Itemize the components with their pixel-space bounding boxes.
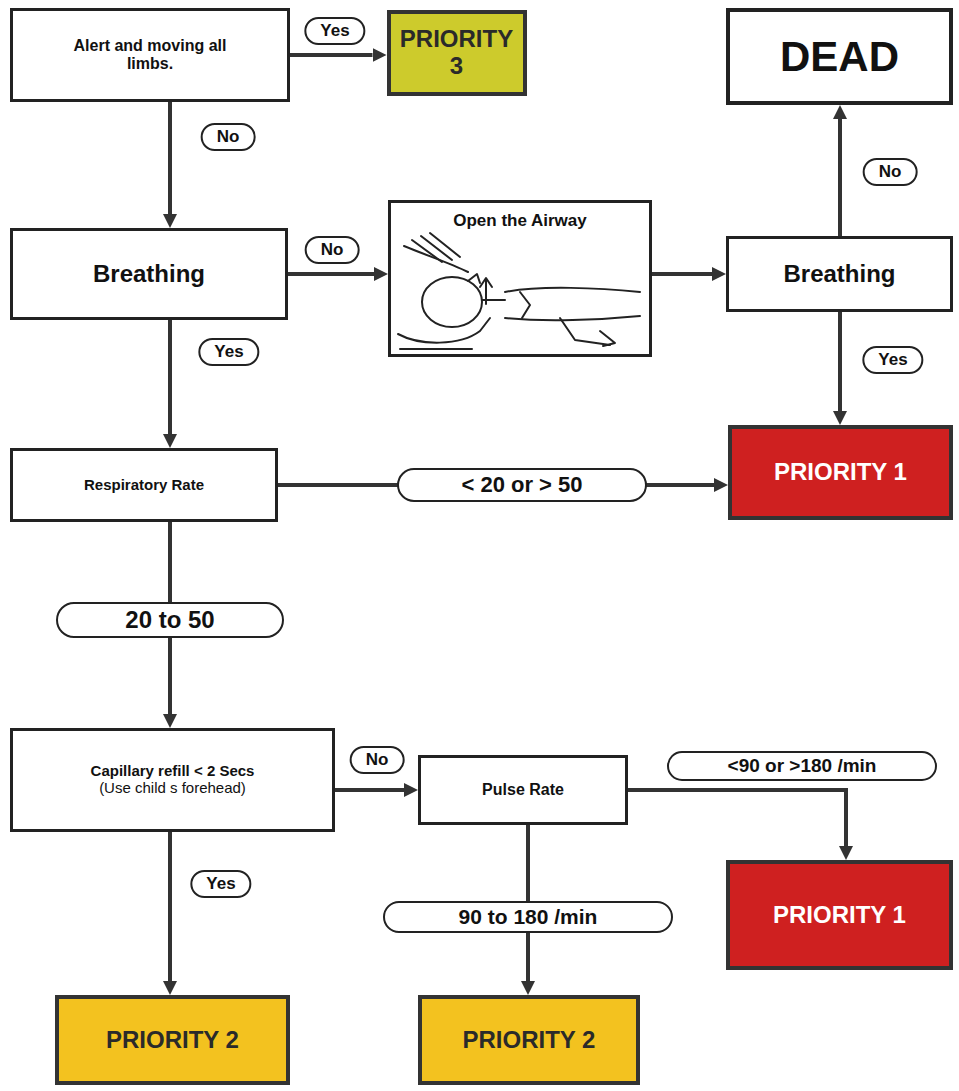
head-outline <box>422 277 482 327</box>
body-line <box>505 316 640 320</box>
patient-arm <box>560 318 615 346</box>
cradling-hand <box>398 318 490 343</box>
collar-line <box>520 292 530 318</box>
flow-arrow <box>288 272 374 276</box>
node-text: Pulse Rate <box>482 781 564 799</box>
edge-label: 20 to 50 <box>56 602 284 638</box>
node-text: PRIORITY 2 <box>106 1027 239 1054</box>
flow-arrow <box>652 272 712 276</box>
node-text: Breathing <box>783 261 895 288</box>
shoulder-line <box>505 288 640 292</box>
node-text: PRIORITY 2 <box>463 1027 596 1054</box>
flow-arrow <box>838 119 842 236</box>
node-text: Capillary refill < 2 Secs <box>91 763 255 780</box>
edge-label: Yes <box>862 346 923 374</box>
question-box: Respiratory Rate <box>10 448 278 522</box>
edge-label: < 20 or > 50 <box>397 468 647 502</box>
priority-box: PRIORITY 2 <box>418 995 640 1085</box>
node-text: PRIORITY 1 <box>773 902 906 929</box>
node-text: PRIORITY 3 <box>397 26 517 80</box>
edge-label: Yes <box>190 870 251 898</box>
node-text: Alert and moving all limbs. <box>50 37 250 73</box>
outcome-box: DEAD <box>726 8 953 105</box>
edge-label: 90 to 180 /min <box>383 901 673 933</box>
edge-label: No <box>305 236 360 264</box>
edge-label: <90 or >180 /min <box>667 751 937 781</box>
question-box: Pulse Rate <box>418 755 628 825</box>
node-text: Breathing <box>93 261 205 288</box>
priority-box: PRIORITY 1 <box>726 860 953 970</box>
node-text: Open the Airway <box>453 211 587 230</box>
priority-box: PRIORITY 3 <box>387 10 527 96</box>
edge-label: Yes <box>304 17 365 45</box>
edge-label: Yes <box>198 338 259 366</box>
rescuer-hand <box>404 246 468 272</box>
priority-box: PRIORITY 1 <box>728 425 953 520</box>
question-box: Capillary refill < 2 Secs(Use child s fo… <box>10 728 335 832</box>
edge-label: No <box>350 746 405 774</box>
priority-box: PRIORITY 2 <box>55 995 290 1085</box>
node-text: (Use child s forehead) <box>99 780 246 797</box>
node-text: DEAD <box>780 33 899 80</box>
question-box: Breathing <box>10 228 288 320</box>
question-box: Alert and moving all limbs. <box>10 8 290 102</box>
flow-arrow <box>168 102 172 214</box>
node-text: Respiratory Rate <box>84 477 204 494</box>
illustration-box: Open the Airway <box>388 200 652 357</box>
neck-line <box>482 299 505 301</box>
chin-outline <box>468 274 480 283</box>
flow-arrow <box>290 53 373 57</box>
rescuer-fingers <box>412 233 460 262</box>
edge-label: No <box>863 158 918 186</box>
flow-arrow <box>168 320 172 434</box>
flow-arrow <box>168 832 172 981</box>
question-box: Breathing <box>726 236 953 312</box>
edge-label: No <box>201 123 256 151</box>
flow-arrow <box>838 312 842 411</box>
flow-arrow <box>335 788 404 792</box>
node-text: PRIORITY 1 <box>774 459 907 486</box>
flow-arrow <box>628 790 846 846</box>
rescuer-arm <box>400 348 472 350</box>
